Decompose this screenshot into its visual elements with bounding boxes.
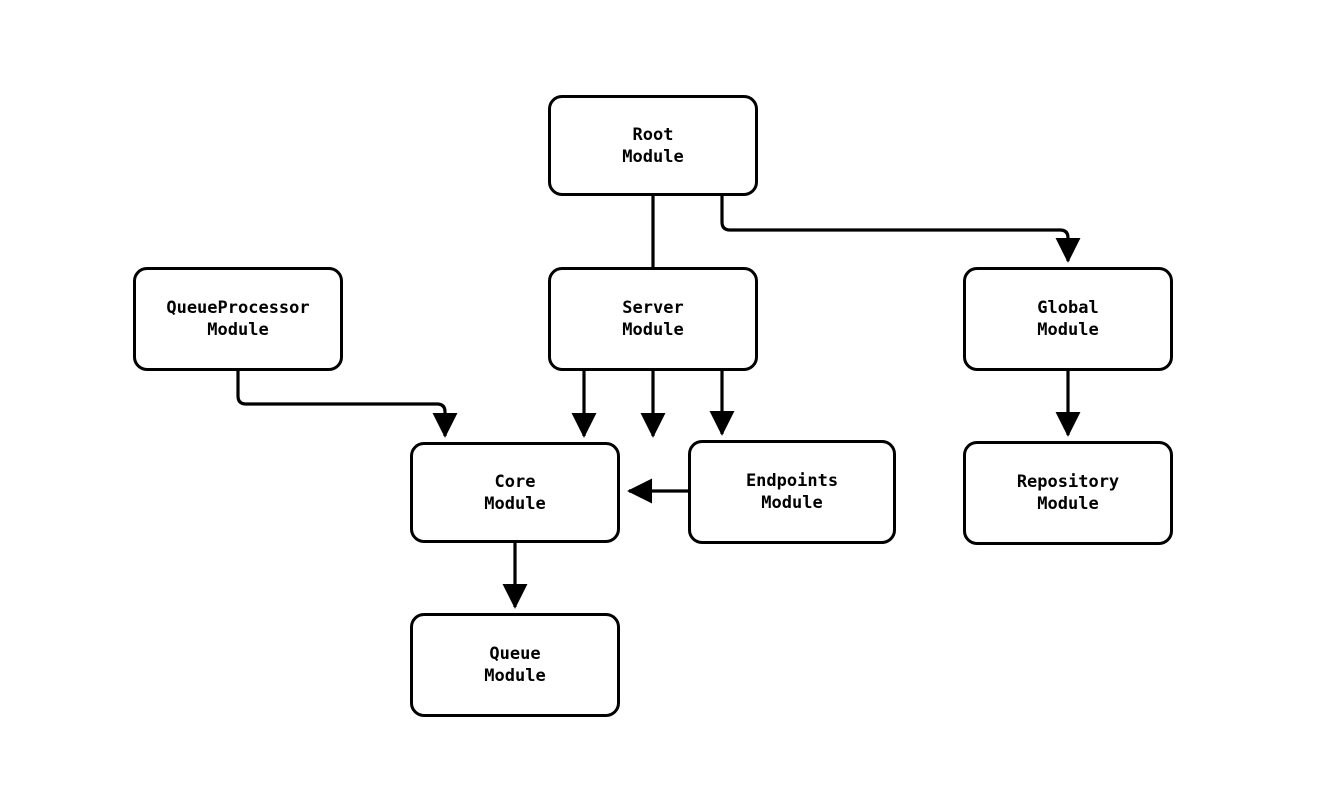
node-root-module-line1: Root <box>632 124 674 145</box>
node-core-module-line1: Core <box>494 471 536 492</box>
node-root-module-line2: Module <box>622 146 684 167</box>
node-queueprocessor-module-line1: QueueProcessor <box>166 298 310 318</box>
node-queue-module-line1: Queue <box>489 644 541 664</box>
node-core-module-line2: Module <box>484 493 546 514</box>
node-server-module-line2: Module <box>622 320 684 340</box>
node-queueprocessor-module[interactable]: QueueProcessor Module <box>133 267 343 371</box>
node-global-module-line1: Global <box>1037 298 1099 318</box>
node-root-module[interactable]: Root Module <box>548 95 758 196</box>
node-endpoints-module-line1: Endpoints <box>745 471 839 491</box>
node-global-module[interactable]: Global Module <box>963 267 1173 371</box>
node-repository-module-line1: Repository <box>1016 472 1120 492</box>
node-global-module-line2: Module <box>1037 320 1099 340</box>
edge-queueprocessor-to-core <box>236 371 458 438</box>
edge-root-to-global <box>720 196 1081 263</box>
node-queue-module[interactable]: Queue Module <box>410 613 620 717</box>
node-server-module-line1: Server <box>622 298 684 318</box>
node-server-module[interactable]: Server Module <box>548 267 758 371</box>
node-queueprocessor-module-line2: Module <box>207 320 269 340</box>
node-queue-module-line2: Module <box>484 666 546 686</box>
node-repository-module-line2: Module <box>1037 494 1099 514</box>
node-core-module[interactable]: Core Module <box>410 442 620 543</box>
node-endpoints-module[interactable]: Endpoints Module <box>688 440 896 544</box>
node-endpoints-module-line2: Module <box>761 493 823 513</box>
node-repository-module[interactable]: Repository Module <box>963 441 1173 545</box>
